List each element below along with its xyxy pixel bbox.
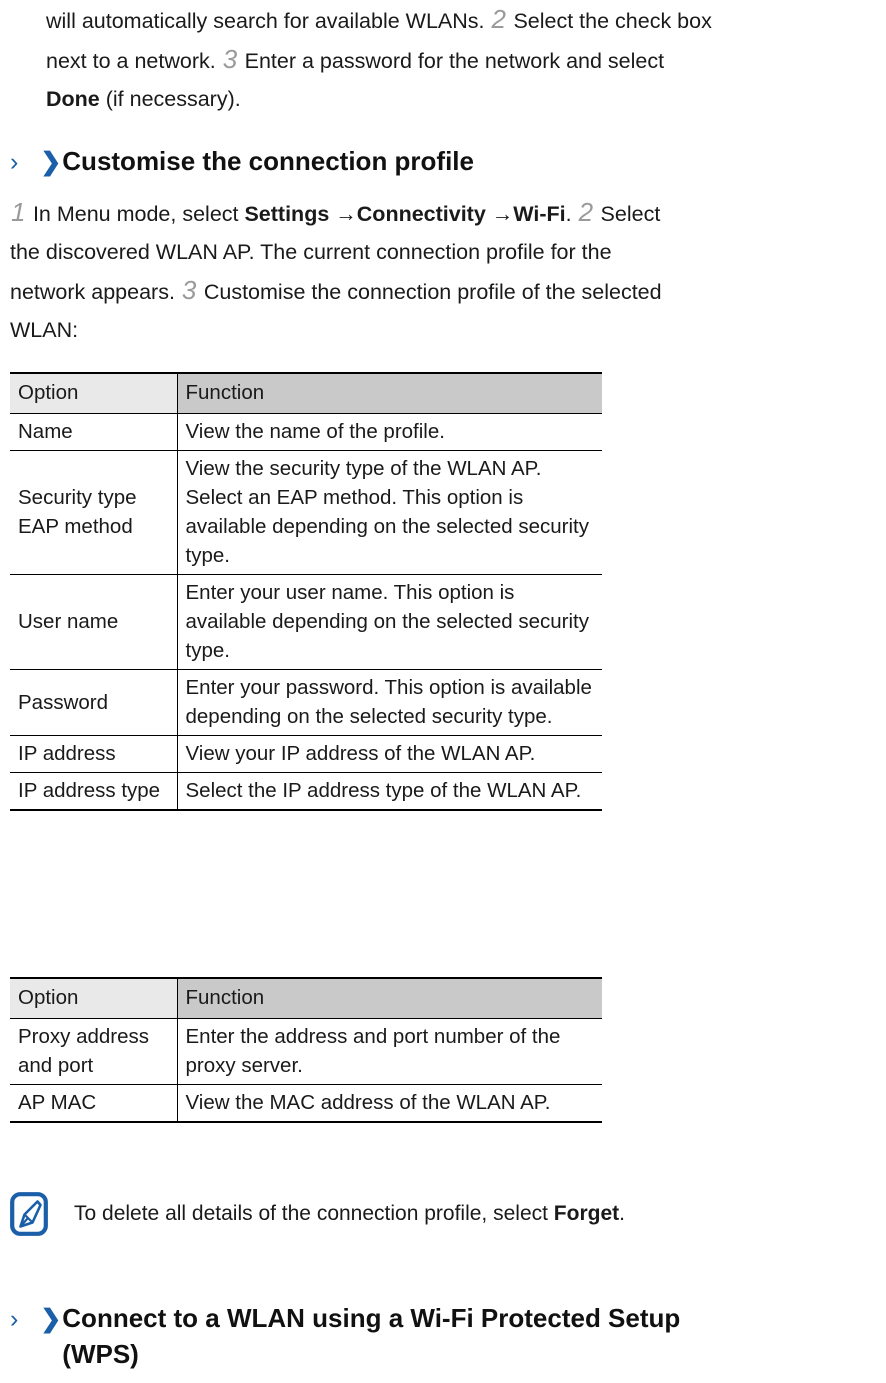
intro-text-2b: Enter a password for the network and sel… [238, 49, 665, 73]
intro-text-1b: Select the check box [507, 9, 712, 33]
wifi-label: Wi-Fi [513, 202, 566, 226]
table-row: IP address type Select the IP address ty… [10, 772, 602, 811]
intro-text-1a: will automatically search for available … [46, 9, 491, 33]
note-text-a: To delete all details of the connection … [74, 1202, 554, 1225]
table-header-row: Option Function [10, 977, 602, 1019]
profile-line-4: WLAN: [10, 318, 79, 342]
note-callout: To delete all details of the connection … [10, 1192, 870, 1236]
option-cell: Proxy address and port [10, 1018, 178, 1085]
function-cell: Enter the address and port number of the… [177, 1018, 602, 1085]
chevron-right-icon: › [10, 148, 19, 176]
arrow-right-icon-1: → [329, 202, 357, 226]
chevron-right-bold-icon: ❯ [40, 1305, 62, 1333]
profile-text-1d: Select [594, 202, 661, 226]
column-header-option: Option [10, 372, 178, 414]
connection-profile-options-table-1: Option Function Name View the name of th… [10, 372, 602, 811]
function-cell: View the name of the profile. [177, 413, 602, 451]
profile-line-3: network appears. 3 Customise the connect… [10, 271, 880, 311]
intro-text-2a: next to a network. [46, 49, 222, 73]
function-cell: View the MAC address of the WLAN AP. [177, 1084, 602, 1123]
profile-line-2: the discovered WLAN AP. The current conn… [10, 240, 612, 264]
intro-line-1: will automatically search for available … [46, 0, 886, 40]
intro-text-3b: (if necessary). [99, 87, 241, 111]
option-cell: User name [10, 574, 178, 670]
column-header-function: Function [177, 977, 602, 1019]
note-pen-icon [10, 1192, 48, 1236]
table-row: Name View the name of the profile. [10, 413, 602, 451]
function-cell: Enter your user name. This option is ava… [177, 574, 602, 670]
option-cell: IP address [10, 735, 178, 773]
step-number-2: 2 [578, 197, 594, 227]
function-cell: View your IP address of the WLAN AP. [177, 735, 602, 773]
note-text: To delete all details of the connection … [74, 1199, 625, 1229]
done-label: Done [46, 87, 100, 111]
profile-text-3a: network appears. [10, 280, 181, 304]
column-header-option: Option [10, 977, 178, 1019]
section-heading-text: Connect to a WLAN using a Wi-Fi Protecte… [62, 1303, 681, 1369]
table-row: User name Enter your user name. This opt… [10, 574, 602, 670]
table-row: IP address View your IP address of the W… [10, 735, 602, 773]
intro-paragraph: will automatically search for available … [46, 0, 886, 118]
table-row: Security type EAP method View the securi… [10, 450, 602, 575]
profile-text-1a: In Menu mode, select [26, 202, 245, 226]
arrow-right-icon-2: → [485, 202, 514, 226]
option-cell: Security type EAP method [10, 450, 178, 575]
forget-label: Forget [553, 1202, 620, 1225]
section-heading-text: Customise the connection profile [62, 146, 474, 176]
step-number-3: 3 [222, 44, 238, 74]
profile-line-1: 1 In Menu mode, select Settings →Connect… [10, 193, 880, 233]
note-text-b: . [619, 1202, 625, 1225]
settings-label: Settings [244, 202, 330, 226]
step-number-2: 2 [491, 4, 507, 34]
function-cell: Select the IP address type of the WLAN A… [177, 772, 602, 811]
chevron-right-icon: › [10, 1305, 19, 1333]
connection-profile-options-table-2: Option Function Proxy address and port E… [10, 977, 602, 1123]
column-header-function: Function [177, 372, 602, 414]
table-row: AP MAC View the MAC address of the WLAN … [10, 1084, 602, 1123]
table-row: Proxy address and port Enter the address… [10, 1018, 602, 1085]
intro-line-2: next to a network. 3 Enter a password fo… [46, 40, 886, 80]
intro-line-3: Done (if necessary). [46, 80, 886, 118]
option-cell: Password [10, 669, 178, 736]
chevron-right-bold-icon: ❯ [40, 148, 62, 176]
section-heading-customise-connection-profile: › ❯ Customise the connection profile [10, 146, 474, 177]
table-header-row: Option Function [10, 372, 602, 414]
connectivity-label: Connectivity [356, 202, 486, 226]
profile-steps-paragraph: 1 In Menu mode, select Settings →Connect… [10, 193, 880, 349]
function-cell: View the security type of the WLAN AP. S… [177, 450, 602, 575]
section-heading-connect-wlan-wps: › ❯ Connect to a WLAN using a Wi-Fi Prot… [10, 1300, 886, 1372]
option-cell: IP address type [10, 772, 178, 811]
profile-text-3b: Customise the connection profile of the … [197, 280, 662, 304]
profile-text-1c: . [565, 202, 578, 226]
option-cell: Name [10, 413, 178, 451]
function-cell: Enter your password. This option is avai… [177, 669, 602, 736]
step-number-1: 1 [11, 197, 26, 227]
step-number-3: 3 [181, 275, 197, 305]
option-cell: AP MAC [10, 1084, 178, 1123]
table-row: Password Enter your password. This optio… [10, 669, 602, 736]
